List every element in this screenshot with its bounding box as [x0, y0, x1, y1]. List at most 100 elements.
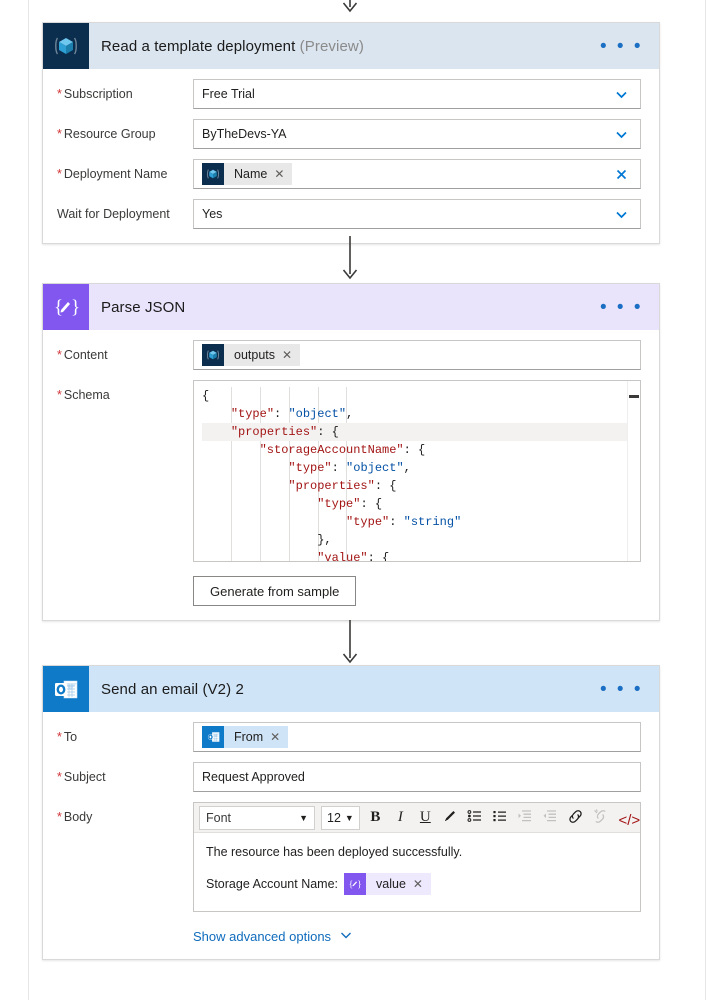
resource-group-dropdown[interactable]: ByTheDevs-YA: [193, 119, 641, 149]
required-asterisk: *: [57, 388, 62, 402]
dynamic-token-outputs[interactable]: outputs ✕: [202, 344, 301, 366]
chevron-down-icon[interactable]: [610, 123, 632, 145]
schema-scroll-thumb[interactable]: [629, 395, 639, 398]
dynamic-token-name[interactable]: Name ✕: [202, 163, 293, 185]
pen-icon: [442, 808, 458, 827]
body-text-line: The resource has been deployed successfu…: [206, 845, 463, 859]
label-to: *To: [57, 722, 193, 745]
svg-text:{: {: [54, 297, 63, 318]
link-icon: [567, 808, 584, 828]
label-schema: *Schema: [57, 380, 193, 403]
font-size-select[interactable]: 12 ▼: [321, 805, 360, 830]
wait-for-deployment-dropdown[interactable]: Yes: [193, 199, 641, 229]
token-text: From: [234, 730, 264, 744]
card-menu-button-read-template-deployment[interactable]: • • •: [599, 35, 643, 57]
underline-button[interactable]: U: [413, 805, 438, 831]
schema-code-line: "type": "object",: [202, 459, 640, 477]
schema-token: "type": [346, 515, 390, 529]
bold-button[interactable]: B: [363, 805, 388, 831]
schema-code-editor[interactable]: { "type": "object", "properties": { "sto…: [193, 380, 641, 562]
decrease-indent-icon: [542, 808, 558, 827]
token-text: outputs: [234, 348, 276, 362]
indent-guide: [346, 387, 348, 561]
schema-token: {: [202, 389, 210, 403]
bulleted-list-button[interactable]: [463, 805, 488, 831]
remove-link-button[interactable]: [588, 805, 613, 831]
indent-guide: [230, 387, 232, 561]
schema-token: "properties": [288, 479, 375, 493]
schema-token: "type": [317, 497, 361, 511]
schema-code-line: "type": "string": [202, 513, 640, 531]
indent-guide: [288, 387, 290, 561]
increase-indent-button[interactable]: [513, 805, 538, 831]
label-text: Content: [63, 348, 108, 362]
card-title-send-an-email: Send an email (V2) 2: [101, 681, 244, 698]
font-family-select[interactable]: Font ▼: [199, 805, 315, 830]
schema-token: : {: [403, 443, 426, 457]
label-text: To: [63, 730, 78, 744]
token-label: Name ✕: [224, 163, 293, 185]
control-body: Font ▼ 12 ▼ B I U: [193, 802, 641, 945]
card-menu-button-parse-json[interactable]: • • •: [599, 296, 643, 318]
insert-link-button[interactable]: [563, 805, 588, 831]
label-text: Deployment Name: [63, 167, 168, 181]
card-title-preview-tag: (Preview): [299, 37, 364, 55]
schema-code-content[interactable]: { "type": "object", "properties": { "sto…: [194, 381, 640, 561]
control-schema: { "type": "object", "properties": { "sto…: [193, 380, 641, 606]
label-text: Resource Group: [63, 127, 156, 141]
chevron-down-icon[interactable]: [610, 83, 632, 105]
subject-value: Request Approved: [202, 770, 305, 784]
card-menu-button-send-an-email[interactable]: • • •: [599, 678, 643, 700]
parse-json-icon: { }: [344, 873, 367, 895]
token-remove-icon[interactable]: ✕: [282, 348, 293, 362]
card-header-parse-json[interactable]: { } Parse JSON • • •: [43, 284, 659, 330]
token-remove-icon[interactable]: ✕: [274, 167, 285, 181]
token-remove-icon[interactable]: ✕: [412, 877, 423, 891]
to-input[interactable]: From ✕: [193, 722, 641, 752]
token-remove-icon[interactable]: ✕: [270, 730, 281, 744]
text-highlight-pen-button[interactable]: [438, 805, 463, 831]
label-resource-group: *Resource Group: [57, 119, 193, 142]
wait-for-deployment-value: Yes: [202, 207, 223, 221]
schema-code-line: {: [202, 387, 640, 405]
font-size-value: 12: [327, 810, 341, 825]
schema-code-line: },: [202, 531, 640, 549]
field-row-schema: *Schema { "type": "object", "properties"…: [57, 380, 641, 606]
control-subject: Request Approved: [193, 762, 641, 792]
numbered-list-button[interactable]: [488, 805, 513, 831]
subscription-dropdown[interactable]: Free Trial: [193, 79, 641, 109]
token-label: outputs ✕: [224, 344, 301, 366]
italic-button[interactable]: I: [388, 805, 413, 831]
decrease-indent-button[interactable]: [538, 805, 563, 831]
generate-from-sample-button[interactable]: Generate from sample: [193, 576, 357, 606]
clear-field-icon[interactable]: [610, 163, 632, 185]
control-to: From ✕: [193, 722, 641, 752]
indent-guide: [259, 387, 261, 561]
chevron-down-icon[interactable]: [610, 203, 632, 225]
dynamic-token-from[interactable]: From ✕: [202, 726, 289, 748]
chevron-down-icon: ▼: [344, 812, 354, 823]
field-row-body: *Body Font ▼ 12 ▼ B: [57, 802, 641, 945]
schema-token: "object": [288, 407, 347, 421]
show-advanced-options-link[interactable]: Show advanced options: [193, 928, 353, 945]
card-header-send-an-email[interactable]: Send an email (V2) 2 • • •: [43, 666, 659, 712]
dynamic-token-value[interactable]: { } value ✕: [344, 873, 431, 895]
rich-text-body[interactable]: The resource has been deployed successfu…: [194, 833, 640, 911]
schema-code-line: "type": "object",: [202, 405, 640, 423]
content-input[interactable]: outputs ✕: [193, 340, 641, 370]
card-header-read-template-deployment[interactable]: Read a template deployment (Preview) • •…: [43, 23, 659, 69]
deployment-name-input[interactable]: Name ✕: [193, 159, 641, 189]
increase-indent-icon: [517, 808, 533, 827]
svg-text:{: {: [349, 879, 353, 889]
svg-text:}: }: [71, 297, 80, 318]
card-title-text: Read a template deployment: [101, 37, 296, 55]
schema-scrollbar[interactable]: [627, 381, 640, 561]
code-view-button[interactable]: </>: [613, 805, 640, 831]
field-row-content: *Content: [57, 340, 641, 370]
subject-input[interactable]: Request Approved: [193, 762, 641, 792]
field-row-wait-for-deployment: Wait for Deployment Yes: [57, 199, 641, 229]
card-body-send-an-email: *To: [43, 712, 659, 959]
schema-token: "properties": [230, 425, 318, 439]
rich-text-toolbar: Font ▼ 12 ▼ B I U: [194, 803, 640, 833]
